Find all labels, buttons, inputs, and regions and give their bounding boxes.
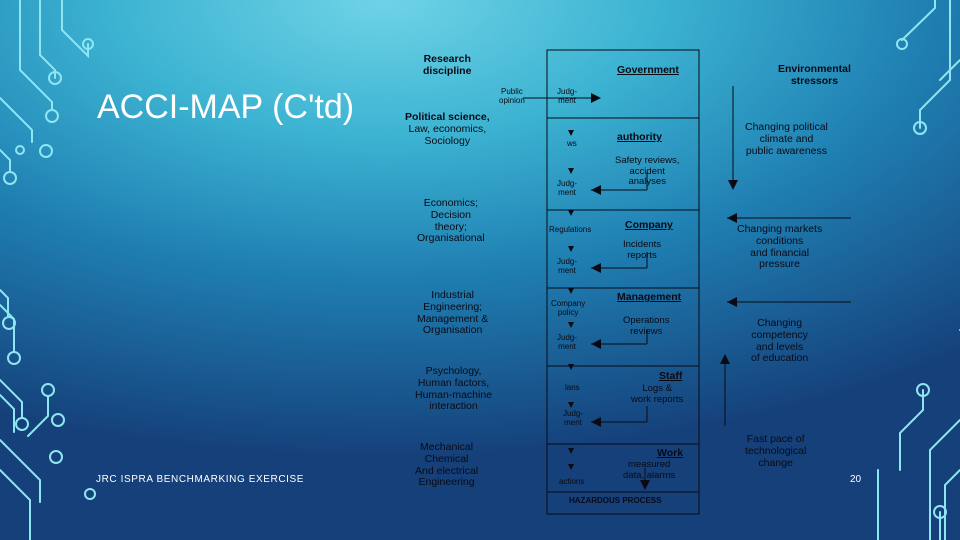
label-judgment-authority: Judg-ment	[557, 179, 578, 197]
discipline-political: Political science,Law, economics,Sociolo…	[405, 111, 490, 147]
label-laws: ws	[567, 139, 577, 148]
label-judgment-company: Judg-ment	[557, 257, 578, 275]
label-regulations: Regulations	[549, 225, 592, 234]
page-number: 20	[850, 474, 862, 485]
note-staff: Logs &work reports	[631, 383, 684, 405]
level-government: Government	[617, 64, 679, 76]
label-judgment-staff: Judg-ment	[563, 409, 584, 427]
level-work: Work	[657, 447, 684, 459]
label-plans: lans	[565, 383, 580, 392]
level-staff: Staff	[659, 370, 683, 382]
label-actions: actions	[559, 477, 585, 486]
hazardous-process-label: HAZARDOUS PROCESS	[569, 496, 662, 505]
label-judgment-top: Judg-ment	[557, 87, 578, 105]
slide-footer: JRC ISPRA BENCHMARKING EXERCISE	[96, 474, 305, 485]
slide-title: ACCI-MAP (C'td)	[97, 88, 355, 126]
level-management: Management	[617, 291, 682, 303]
label-judgment-management: Judg-ment	[557, 333, 578, 351]
level-company: Company	[625, 219, 673, 231]
level-authority: authority	[617, 131, 662, 143]
accimap-frame	[523, 49, 851, 515]
